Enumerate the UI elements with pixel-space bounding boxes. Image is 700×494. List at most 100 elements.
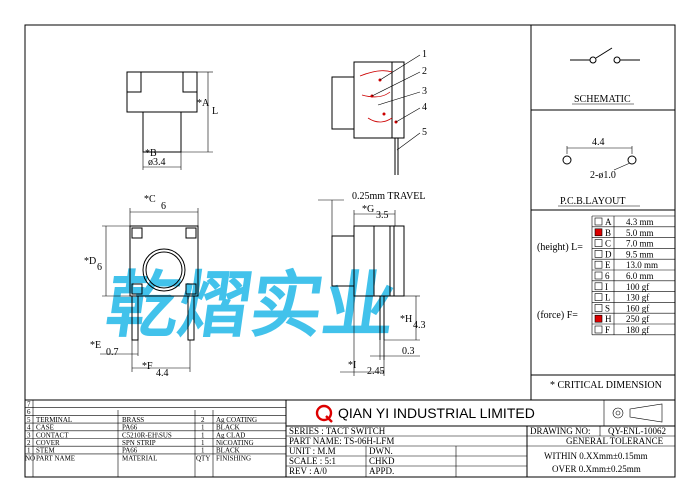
callout-4: 4 (422, 102, 427, 113)
bom-part: COVER (36, 439, 60, 447)
option-checkbox[interactable] (594, 325, 603, 334)
bom-no: 4 (27, 424, 31, 432)
bom-material: C5210R-EH\SUS (122, 431, 172, 439)
option-value: 250 gf (626, 314, 649, 324)
option-checkbox[interactable] (594, 271, 603, 280)
title-block: QIAN YI INDUSTRIAL LIMITED SERIES : TACT… (286, 400, 675, 477)
option-row: E 13.0 mm (592, 260, 675, 271)
option-row: 6 6.0 mm (592, 271, 675, 282)
bom-finish: BLACK (216, 424, 240, 432)
label-B: *B (145, 148, 157, 159)
label-G-value: 3.5 (376, 210, 389, 221)
bom-qty: 1 (201, 424, 205, 432)
label-C-value: 6 (161, 201, 166, 212)
option-code: S (605, 303, 610, 313)
option-row: C 7.0 mm (592, 239, 675, 249)
front-view: *C 6 *D 6 *E 0.7 *F 4.4 (84, 194, 199, 379)
option-value: 9.5 mm (626, 249, 654, 259)
option-checkbox[interactable] (594, 282, 603, 291)
callout-5: 5 (422, 127, 427, 138)
sheet-border (24, 24, 676, 478)
bom-no: 1 (27, 447, 31, 455)
option-checkbox[interactable] (594, 228, 603, 237)
label-D-value: 6 (97, 262, 102, 273)
dwn: DWN. (369, 446, 393, 456)
option-checkbox[interactable] (594, 239, 603, 247)
pcb-pitch: 4.4 (592, 137, 605, 148)
bom-qty: 2 (201, 416, 205, 424)
option-value: 13.0 mm (626, 260, 658, 270)
label-I: *I (348, 360, 356, 371)
option-row: I 100 gf (592, 282, 675, 292)
option-code: 6 (605, 271, 610, 281)
watermark: 乾熠实业 (101, 264, 401, 348)
option-checkbox[interactable] (594, 217, 603, 226)
option-code: H (605, 314, 612, 324)
option-row: S 160 gf (592, 303, 675, 314)
option-code: D (605, 249, 612, 259)
option-checkbox[interactable] (594, 314, 603, 323)
bom-no: 3 (27, 431, 31, 439)
tolerance-over: OVER 0.Xmm±0.25mm (552, 464, 641, 474)
option-row: D 9.5 mm (592, 249, 675, 260)
bom-part: CASE (36, 424, 54, 432)
option-value: 6.0 mm (626, 271, 654, 281)
scale: SCALE : 5:1 (289, 456, 336, 466)
critical-dimension-note: * CRITICAL DIMENSION (550, 380, 662, 391)
option-code: B (605, 228, 611, 238)
option-row: B 5.0 mm (592, 228, 675, 238)
bom-finish: NiCOATING (216, 439, 254, 447)
bom-qty: 1 (201, 447, 205, 455)
option-code: A (605, 217, 612, 227)
label-pin: 0.3 (402, 346, 415, 357)
bom-header-no: NO (25, 454, 35, 462)
bom-material: SPN STRIP (122, 439, 156, 447)
bom-row-number: 7 (27, 401, 31, 409)
label-F: *F (142, 361, 153, 372)
company-logo (315, 404, 333, 423)
option-code: E (605, 260, 611, 270)
label-travel: 0.25mm TRAVEL (352, 191, 426, 202)
general-tolerance: GENERAL TOLERANCE (566, 436, 664, 446)
option-checkbox[interactable] (594, 304, 603, 312)
schematic-title: SCHEMATIC (574, 94, 631, 105)
bom-material: PA66 (122, 447, 138, 455)
option-code: C (605, 239, 611, 249)
option-code: I (605, 282, 608, 292)
bom-part: TERMINAL (36, 416, 72, 424)
series: SERIES : TACT SWITCH (289, 426, 386, 436)
company-name: QIAN YI INDUSTRIAL LIMITED (338, 405, 535, 421)
label-F-value: 4.4 (156, 368, 169, 379)
option-value: 160 gf (626, 303, 649, 313)
option-checkbox[interactable] (594, 293, 603, 301)
bom-qty: 1 (201, 439, 205, 447)
bom-header-part: PART NAME (36, 454, 75, 462)
option-checkbox[interactable] (594, 260, 603, 269)
bom-qty: 1 (201, 431, 205, 439)
chkd: CHKD (369, 456, 395, 466)
tolerance-within: WITHIN 0.XXmm±0.15mm (544, 451, 648, 461)
option-code: F (605, 325, 610, 335)
option-value: 100 gf (626, 282, 649, 292)
drawing-no-value: QY-ENL-10062 (608, 426, 666, 436)
label-G: *G (362, 204, 374, 215)
bom-header-material: MATERIAL (122, 454, 157, 462)
bom-header-finish: FINISHING (216, 454, 251, 462)
bom-no: 5 (27, 416, 31, 424)
option-value: 5.0 mm (626, 228, 654, 238)
label-dia: ø3.4 (148, 157, 166, 168)
bom-material: BRASS (122, 416, 144, 424)
option-value: 7.0 mm (626, 239, 654, 249)
option-checkbox[interactable] (594, 250, 603, 258)
bom-part: CONTACT (36, 431, 69, 439)
